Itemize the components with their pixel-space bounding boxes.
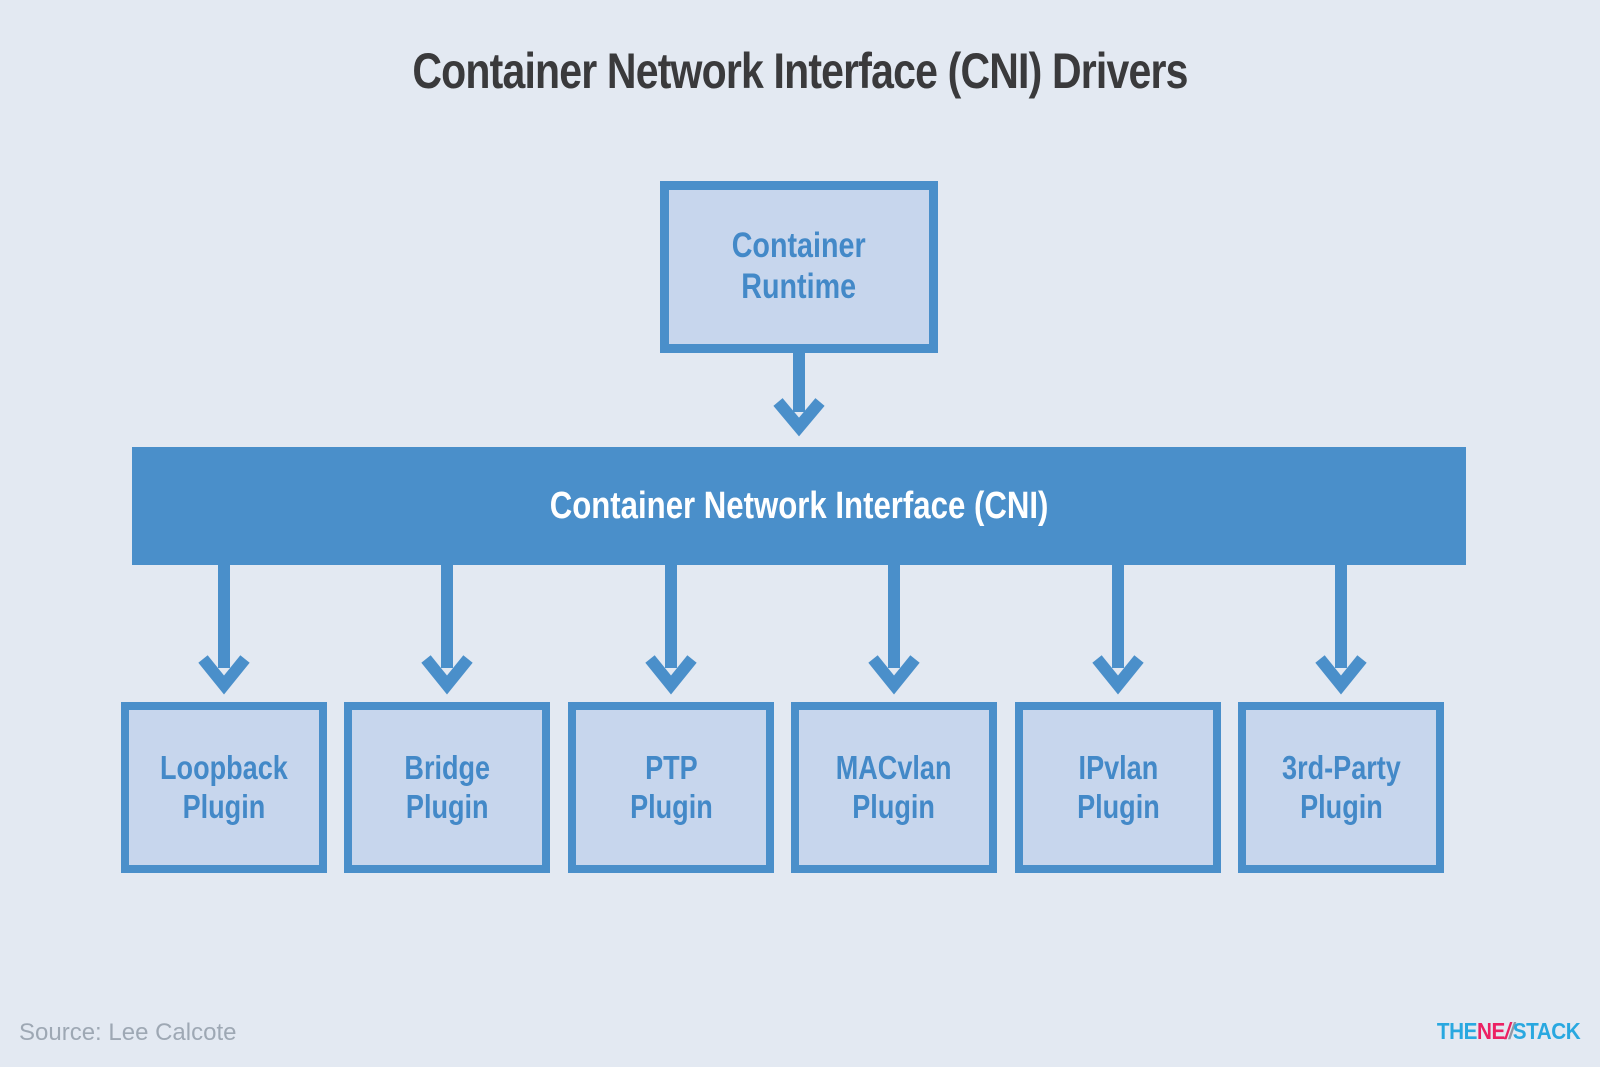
container-runtime-label-line1: Container bbox=[732, 226, 866, 266]
ipvlan-plugin-label-line1: IPvlan bbox=[1078, 749, 1158, 787]
logo-w-slash-1: / bbox=[1504, 1018, 1511, 1044]
container-runtime-box: Container Runtime bbox=[660, 181, 938, 353]
arrow-runtime-to-cni bbox=[773, 350, 825, 437]
ipvlan-plugin-label: IPvlan Plugin bbox=[1077, 749, 1160, 826]
ptp-plugin-label-line2: Plugin bbox=[629, 787, 713, 825]
macvlan-plugin-box: MACvlan Plugin bbox=[791, 702, 997, 873]
loopback-plugin-label: Loopback Plugin bbox=[160, 749, 288, 826]
bridge-plugin-label: Bridge Plugin bbox=[404, 749, 490, 826]
loopback-plugin-label-line2: Plugin bbox=[182, 787, 266, 825]
ipvlan-plugin-box: IPvlan Plugin bbox=[1015, 702, 1221, 873]
third-party-plugin-box: 3rd-Party Plugin bbox=[1238, 702, 1444, 873]
arrow-cni-to-bridge-plugin bbox=[421, 564, 473, 695]
cni-bar-label: Container Network Interface (CNI) bbox=[549, 484, 1049, 527]
container-runtime-label: Container Runtime bbox=[732, 226, 866, 307]
arrow-cni-to-ptp-plugin bbox=[645, 564, 697, 695]
bridge-plugin-label-line2: Plugin bbox=[405, 787, 489, 825]
container-runtime-label-line2: Runtime bbox=[741, 267, 857, 306]
bridge-plugin-box: Bridge Plugin bbox=[344, 702, 550, 873]
loopback-plugin-label-line1: Loopback bbox=[160, 749, 288, 787]
ipvlan-plugin-label-line2: Plugin bbox=[1076, 787, 1160, 825]
arrow-cni-to-ipvlan-plugin bbox=[1092, 564, 1144, 695]
third-party-plugin-label-line2: Plugin bbox=[1299, 787, 1383, 825]
third-party-plugin-label: 3rd-Party Plugin bbox=[1282, 749, 1401, 826]
arrow-cni-to-3rd-party-plugin bbox=[1315, 564, 1367, 695]
bridge-plugin-label-line1: Bridge bbox=[404, 749, 490, 787]
macvlan-plugin-label-line2: Plugin bbox=[852, 787, 936, 825]
diagram-title: Container Network Interface (CNI) Driver… bbox=[412, 43, 1188, 99]
logo-w-slash-2: / bbox=[1508, 1018, 1515, 1044]
macvlan-plugin-label: MACvlan Plugin bbox=[836, 749, 952, 826]
source-credit: Source: Lee Calcote bbox=[19, 1019, 237, 1046]
logo-the: THE bbox=[1436, 1018, 1477, 1044]
arrow-cni-to-macvlan-plugin bbox=[868, 564, 920, 695]
logo-ne: NE bbox=[1476, 1018, 1505, 1044]
third-party-plugin-label-line1: 3rd-Party bbox=[1281, 749, 1401, 787]
cni-bar: Container Network Interface (CNI) bbox=[132, 447, 1466, 565]
ptp-plugin-box: PTP Plugin bbox=[568, 702, 774, 873]
thenewstack-logo: THENE//STACK bbox=[1436, 1018, 1581, 1045]
ptp-plugin-label-line1: PTP bbox=[644, 749, 698, 787]
arrow-cni-to-loopback-plugin bbox=[198, 564, 250, 695]
macvlan-plugin-label-line1: MACvlan bbox=[836, 749, 952, 787]
ptp-plugin-label: PTP Plugin bbox=[630, 749, 713, 826]
loopback-plugin-box: Loopback Plugin bbox=[121, 702, 327, 873]
logo-stack: STACK bbox=[1512, 1018, 1580, 1044]
